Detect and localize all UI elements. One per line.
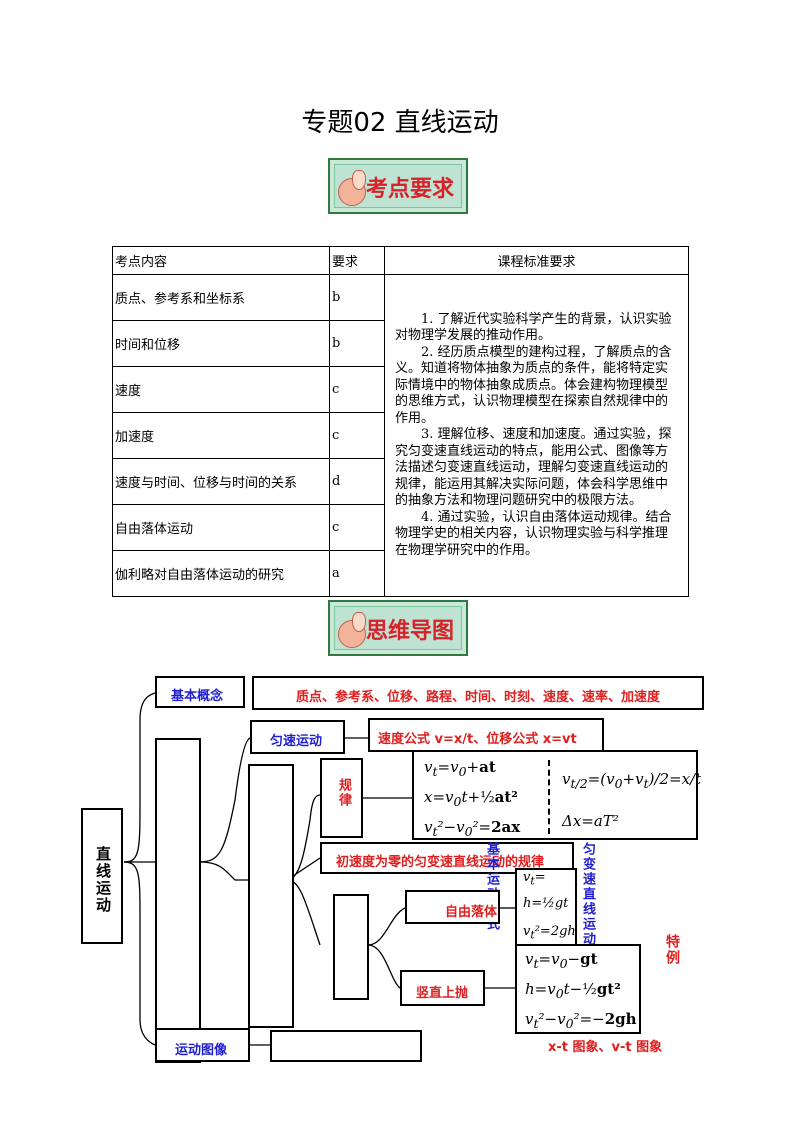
table-cell-level: b bbox=[329, 320, 385, 367]
uniform-formula-box: 速度公式 v=x/t、位移公式 x=vt bbox=[368, 718, 604, 752]
vertical-throw-box: 竖直上抛 bbox=[400, 970, 485, 1006]
basic-concepts-list-box: 质点、参考系、位移、路程、时间、时刻、速度、速率、加速度 bbox=[252, 676, 704, 710]
standard-item: 3. 理解位移、速度和加速度。通过实验，探究匀变速直线运动的特点，能用公式、图像… bbox=[395, 427, 672, 509]
uniform-motion-box: 匀速运动 bbox=[250, 720, 345, 754]
formula-velocity-squared: vt²−v0²=2ax bbox=[424, 818, 521, 839]
basic-concepts-list: 质点、参考系、位移、路程、时间、时刻、速度、速率、加速度 bbox=[296, 690, 661, 705]
free-fall-box: 自由落体 bbox=[405, 890, 500, 924]
motion-graph-content-box bbox=[270, 1030, 422, 1062]
formula-mid-velocity: vt/2=(v0+vt)/2=x/t bbox=[562, 770, 702, 791]
formula-vt-vsq: vt²−v0²=−2gh bbox=[525, 1010, 637, 1031]
page-title: 专题02 直线运动 bbox=[301, 108, 499, 138]
branch-box bbox=[333, 894, 369, 1000]
mindmap-banner: 思维导图 bbox=[328, 600, 468, 656]
standard-item: 2. 经历质点模型的建构过程，了解质点的含义。知道将物体抽象为质点的条件，能将特… bbox=[395, 344, 672, 426]
formula-velocity: vt=v0+at bbox=[424, 758, 496, 779]
law-formulas-box: vt=v0+at x=v0t+½at² vt²−v0²=2ax vt/2=(v0… bbox=[412, 750, 702, 840]
motion-graph-box: 运动图像 bbox=[155, 1028, 250, 1062]
table-cell-level: c bbox=[329, 504, 385, 551]
standard-item: 1. 了解近代实验科学产生的背景，认识实验对物理学发展的推动作用。 bbox=[395, 311, 672, 344]
table-cell-content: 时间和位移 bbox=[112, 320, 330, 367]
table-cell-level: a bbox=[329, 550, 385, 597]
formula-delta-x: Δx=aT² bbox=[562, 812, 619, 830]
accel-column-box bbox=[248, 764, 294, 1028]
uniform-motion-label: 匀速运动 bbox=[270, 734, 323, 749]
formula-vt-height: h=v0t−½gt² bbox=[525, 980, 621, 1001]
requirements-banner: 考点要求 bbox=[328, 158, 468, 214]
formula-ff-velocity: vt= bbox=[523, 870, 546, 888]
table-cell-content: 速度与时间、位移与时间的关系 bbox=[112, 458, 330, 505]
formula-ff-height: h=½gt bbox=[523, 896, 569, 911]
root-label: 直线运动 bbox=[94, 846, 112, 914]
standard-item: 4. 通过实验，认识自由落体运动规律。结合物理学史的相关内容，认识物理实验与科学… bbox=[395, 509, 672, 558]
table-cell-level: d bbox=[329, 458, 385, 505]
law-label: 规律 bbox=[336, 778, 351, 808]
formula-displacement: x=v0t+½at² bbox=[424, 788, 518, 809]
requirements-banner-label: 考点要求 bbox=[366, 177, 455, 202]
graphs-label: x-t 图象、v-t 图象 bbox=[548, 1040, 663, 1055]
free-fall-label: 自由落体 bbox=[445, 905, 498, 920]
vertical-throw-label: 竖直上抛 bbox=[416, 986, 469, 1001]
mindmap-banner-label: 思维导图 bbox=[366, 619, 455, 644]
uniform-formula: 速度公式 v=x/t、位移公式 x=vt bbox=[378, 732, 577, 747]
zero-start-box: 初速度为零的匀变速直线运动的规律 bbox=[320, 842, 574, 874]
zero-start-label: 初速度为零的匀变速直线运动的规律 bbox=[336, 855, 545, 870]
basic-concepts-box: 基本概念 bbox=[155, 676, 245, 708]
law-box: 规律 bbox=[320, 758, 363, 838]
basic-concepts-label: 基本概念 bbox=[171, 689, 224, 704]
motion-graph-label: 运动图像 bbox=[175, 1043, 228, 1058]
root-box: 直线运动 bbox=[81, 808, 123, 944]
uniform-accel-label: 匀变速直线运动 bbox=[580, 842, 595, 947]
vertical-throw-formulas-box: vt=v0−gt h=v0t−½gt² vt²−v0²=−2gh bbox=[515, 944, 641, 1034]
main-column-box bbox=[155, 738, 201, 1063]
special-case-label: 特例 bbox=[664, 934, 680, 966]
formula-ff-vsq: vt²=2gh bbox=[523, 924, 576, 942]
requirements-table: 考点内容 要求 课程标准要求 质点、参考系和坐标系 b 1. 了解近代实验科学产… bbox=[112, 246, 689, 597]
table-cell-content: 速度 bbox=[112, 366, 330, 413]
formula-vt-velocity: vt=v0−gt bbox=[525, 950, 598, 971]
free-fall-formulas-box: vt= h=½gt vt²=2gh bbox=[515, 868, 577, 946]
curriculum-standards: 1. 了解近代实验科学产生的背景，认识实验对物理学发展的推动作用。 2. 经历质… bbox=[384, 274, 689, 597]
